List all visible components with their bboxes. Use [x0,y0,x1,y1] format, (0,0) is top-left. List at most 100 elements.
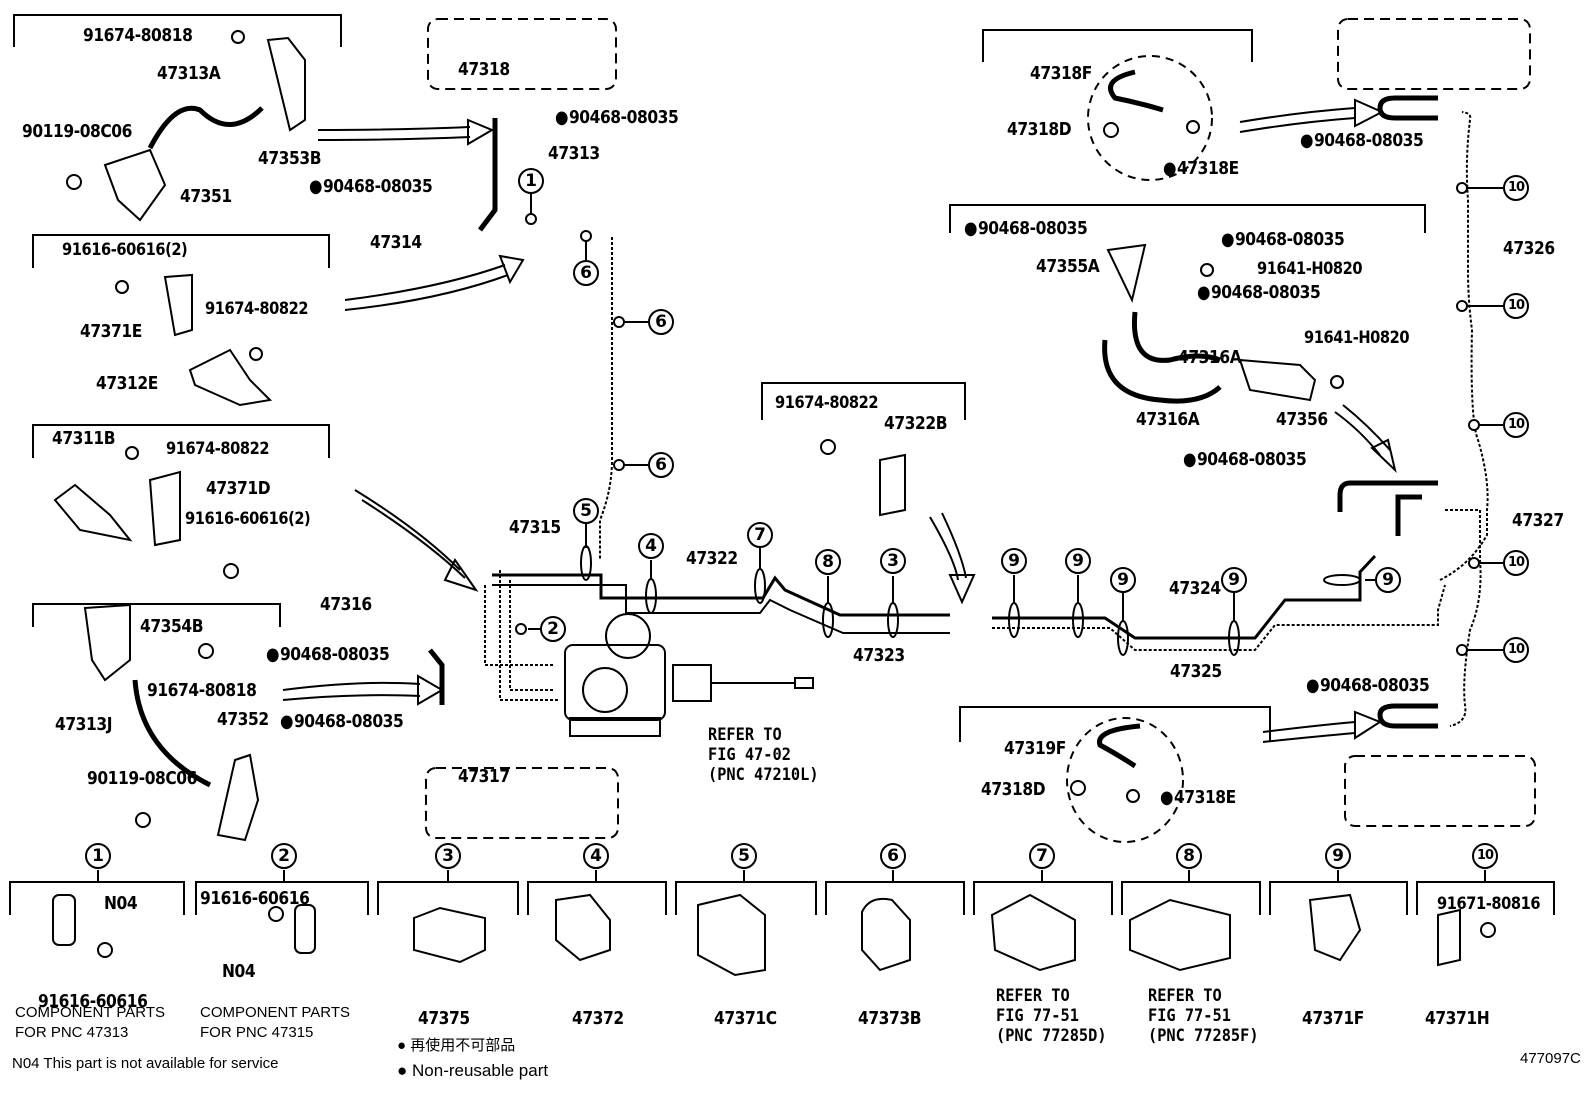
part-label-47326[interactable]: 47326 [1503,238,1555,259]
callout-9-a[interactable]: 9 [1001,548,1027,574]
part-label-N04-box2[interactable]: N04 [222,961,256,982]
part-label-47322[interactable]: 47322 [686,548,738,569]
part-label-47319F[interactable]: 47319F [1004,738,1066,759]
callout-10-c[interactable]: 10 [1503,412,1529,438]
part-label-47318E[interactable]: 47318E [1163,160,1239,178]
part-label-90468-08035-h[interactable]: 90468-08035 [1197,284,1321,302]
part-label-47316A-b[interactable]: 47316A [1136,409,1200,430]
part-label-47318D[interactable]: 47318D [1007,119,1072,140]
refer-to-fig-47-02[interactable]: REFER TO FIG 47-02 (PNC 47210L) [708,725,819,785]
refer-to-fig-77-51-77285D[interactable]: REFER TO FIG 77-51 (PNC 77285D) [996,986,1107,1046]
part-label-90468-08035-a[interactable]: 90468-08035 [555,109,679,127]
part-label-90468-08035-e[interactable]: 90468-08035 [1300,132,1424,150]
bottom-callout-4[interactable]: 4 [583,843,609,869]
part-label-90468-08035-d[interactable]: 90468-08035 [280,713,404,731]
part-label-91674-80822-b[interactable]: 91674-80822 [166,439,270,459]
part-label-47327[interactable]: 47327 [1512,510,1564,531]
part-label-90468-08035-b[interactable]: 90468-08035 [309,178,433,196]
bottom-callout-10[interactable]: 10 [1472,843,1498,869]
callout-5[interactable]: 5 [573,498,599,524]
part-label-47371F[interactable]: 47371F [1302,1008,1364,1029]
part-label-47318F[interactable]: 47318F [1030,63,1092,84]
callout-9-b[interactable]: 9 [1065,548,1091,574]
bottom-callout-5[interactable]: 5 [731,843,757,869]
part-label-90468-08035-f[interactable]: 90468-08035 [964,220,1088,238]
part-label-91674-80822[interactable]: 91674-80822 [205,299,309,319]
part-label-47356[interactable]: 47356 [1276,409,1328,430]
bottom-callout-3[interactable]: 3 [435,843,461,869]
component-parts-note-47315: COMPONENT PARTS FOR PNC 47315 [200,1004,351,1041]
part-label-47372[interactable]: 47372 [572,1008,624,1029]
callout-4[interactable]: 4 [638,533,664,559]
bottom-callout-8[interactable]: 8 [1176,843,1202,869]
callout-10-d[interactable]: 10 [1503,550,1529,576]
callout-7[interactable]: 7 [747,522,773,548]
callout-10-a[interactable]: 10 [1503,175,1529,201]
callout-6-c[interactable]: 6 [648,452,674,478]
part-label-47317[interactable]: 47317 [458,766,510,787]
part-label-47371H[interactable]: 47371H [1425,1008,1490,1029]
callout-9-c[interactable]: 9 [1110,567,1136,593]
part-label-47322B[interactable]: 47322B [884,413,948,434]
part-label-47313A[interactable]: 47313A [157,63,221,84]
part-label-47323[interactable]: 47323 [853,645,905,666]
arrow-head-8 [1354,710,1383,740]
bottom-callout-7[interactable]: 7 [1029,843,1055,869]
part-label-47315[interactable]: 47315 [509,517,561,538]
part-label-47316A[interactable]: 47316A [1178,347,1242,368]
part-label-90468-08035-c[interactable]: 90468-08035 [266,646,390,664]
callout-1[interactable]: 1 [518,168,544,194]
part-label-91616-60616-2-b[interactable]: 91616-60616(2) [185,509,311,529]
part-label-47375[interactable]: 47375 [418,1008,470,1029]
part-label-91641-H0820-b[interactable]: 91641-H0820 [1304,328,1410,348]
callout-9-d[interactable]: 9 [1221,567,1247,593]
part-label-47313[interactable]: 47313 [548,143,600,164]
part-label-47313J[interactable]: 47313J [55,714,113,735]
part-label-90468-08035-i[interactable]: 90468-08035 [1183,451,1307,469]
part-label-90119-08C06[interactable]: 90119-08C06 [22,121,132,142]
callout-3[interactable]: 3 [880,548,906,574]
part-label-N04[interactable]: N04 [104,893,138,914]
bottom-callout-1[interactable]: 1 [85,843,111,869]
bottom-callout-2[interactable]: 2 [271,843,297,869]
part-label-47354B[interactable]: 47354B [140,616,204,637]
part-label-91616-60616-2[interactable]: 91616-60616(2) [62,240,188,260]
part-label-47352[interactable]: 47352 [217,709,269,730]
refer-to-fig-77-51-77285F[interactable]: REFER TO FIG 77-51 (PNC 77285F) [1148,986,1259,1046]
callout-9-e[interactable]: 9 [1375,567,1401,593]
part-label-47371C[interactable]: 47371C [714,1008,777,1029]
part-label-47312E[interactable]: 47312E [96,373,158,394]
callout-6-b[interactable]: 6 [648,309,674,335]
part-label-47318D-b[interactable]: 47318D [981,779,1046,800]
part-label-47311B[interactable]: 47311B [52,428,116,449]
bottom-callout-9[interactable]: 9 [1325,843,1351,869]
part-label-91674-80818-b[interactable]: 91674-80818 [147,680,257,701]
part-label-47371D[interactable]: 47371D [206,478,271,499]
part-label-91616-60616-box1[interactable]: 91616-60616 [38,991,148,1012]
part-label-47353B[interactable]: 47353B [258,148,322,169]
part-label-91641-H0820[interactable]: 91641-H0820 [1257,259,1363,279]
part-label-90119-08C06-b[interactable]: 90119-08C06 [87,768,197,789]
part-label-91674-80822-c[interactable]: 91674-80822 [775,393,879,413]
part-label-47371E[interactable]: 47371E [80,321,142,342]
part-label-90468-08035-j[interactable]: 90468-08035 [1306,677,1430,695]
part-label-47325[interactable]: 47325 [1170,661,1222,682]
part-label-90468-08035-g[interactable]: 90468-08035 [1221,231,1345,249]
part-label-91616-60616-box2[interactable]: 91616-60616 [200,888,310,909]
part-label-47316[interactable]: 47316 [320,594,372,615]
part-label-91671-80816[interactable]: 91671-80816 [1437,894,1541,914]
part-label-47314[interactable]: 47314 [370,232,422,253]
part-label-47318[interactable]: 47318 [458,59,510,80]
part-label-47373B[interactable]: 47373B [858,1008,922,1029]
bottom-callout-6[interactable]: 6 [880,843,906,869]
callout-6-a[interactable]: 6 [573,260,599,286]
callout-10-e[interactable]: 10 [1503,637,1529,663]
part-label-47355A[interactable]: 47355A [1036,256,1100,277]
callout-10-b[interactable]: 10 [1503,293,1529,319]
part-label-47318E-b[interactable]: 47318E [1160,789,1236,807]
part-label-91674-80818[interactable]: 91674-80818 [83,25,193,46]
part-label-47351[interactable]: 47351 [180,186,232,207]
callout-8[interactable]: 8 [815,549,841,575]
part-label-47324[interactable]: 47324 [1169,578,1221,599]
callout-2[interactable]: 2 [540,616,566,642]
